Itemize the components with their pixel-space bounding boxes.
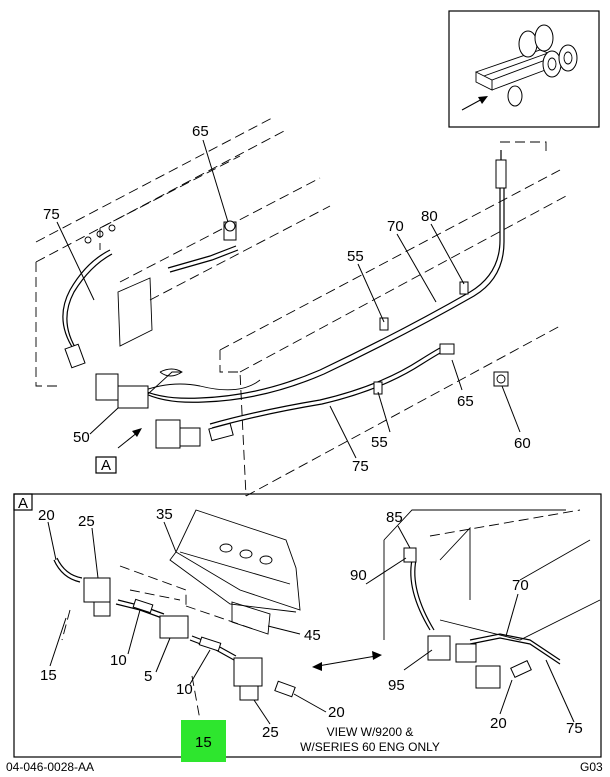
upper-callouts: 65 75 70 80 55 65 55 60 75 50 A (43, 123, 531, 475)
detail-a-view (13, 493, 602, 758)
callout-5-valve: 5 (144, 668, 152, 685)
callout-20-fitting-right: 20 (490, 715, 507, 732)
callout-10-hose: 10 (110, 652, 127, 669)
view-note-line-1: VIEW W/9200 & (327, 725, 414, 739)
callout-95-valve: 95 (388, 677, 405, 694)
callout-10-hose-lower: 10 (176, 681, 193, 698)
callout-15-highlighted: 15 (195, 734, 212, 751)
callout-65-coupling: 65 (192, 123, 209, 140)
callout-20-fitting-lower: 20 (328, 704, 345, 721)
detail-a-label: A (18, 495, 28, 512)
callout-70-hose: 70 (387, 218, 404, 235)
vehicle-locator-inset (448, 10, 600, 128)
callout-25-valve-lower: 25 (262, 724, 279, 741)
drawing-number: 04-046-0028-AA (6, 760, 94, 774)
callout-35-bracket: 35 (156, 506, 173, 523)
callout-75-hose-right: 75 (566, 720, 583, 737)
callout-85-clip: 85 (386, 509, 403, 526)
highlight-box (181, 720, 226, 762)
callout-25-valve: 25 (78, 513, 95, 530)
callout-20-fitting: 20 (38, 507, 55, 524)
callout-55-clip: 55 (347, 248, 364, 265)
callout-50-valve: 50 (73, 429, 90, 446)
chassis-view (35, 117, 567, 497)
callout-75-hose-lower: 75 (352, 458, 369, 475)
callout-90-hose: 90 (350, 567, 367, 584)
callout-60-fitting: 60 (514, 435, 531, 452)
callout-70-hose: 70 (512, 577, 529, 594)
callout-65-fitting: 65 (457, 393, 474, 410)
detail-callouts: A 20 25 35 85 90 70 45 10 5 15 10 95 20 … (18, 495, 583, 754)
callout-80-clip: 80 (421, 208, 438, 225)
callout-55-clip-lower: 55 (371, 434, 388, 451)
view-note-line-2: W/SERIES 60 ENG ONLY (300, 740, 440, 754)
callout-45-plate: 45 (304, 627, 321, 644)
view-a-label: A (101, 457, 111, 474)
callout-15-hose: 15 (40, 667, 57, 684)
sheet-code: G03 (580, 760, 603, 774)
callout-75-hose: 75 (43, 206, 60, 223)
